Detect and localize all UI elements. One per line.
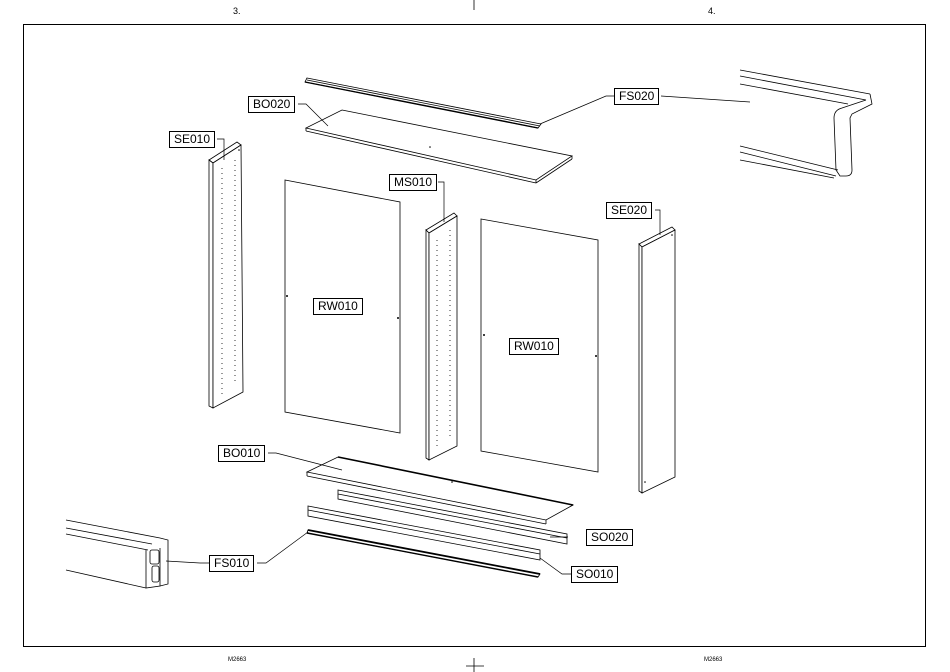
leader-se020 — [655, 210, 660, 235]
label-so020: SO020 — [586, 529, 633, 546]
label-bo020: BO020 — [248, 96, 295, 113]
part-ms010-side — [426, 213, 457, 460]
part-se020-side — [639, 227, 675, 493]
leader-fs010-right — [257, 532, 308, 563]
label-rw010-left: RW010 — [313, 298, 363, 315]
label-se020: SE020 — [606, 202, 652, 219]
label-fs020: FS020 — [614, 88, 659, 105]
leader-fs020 — [540, 96, 614, 124]
part-bo020-shelf — [306, 110, 572, 183]
part-se010-side — [209, 142, 243, 408]
leader-ms010 — [438, 182, 444, 222]
label-bo010: BO010 — [218, 445, 265, 462]
part-fs010-detail — [66, 520, 168, 588]
label-rw010-right: RW010 — [509, 338, 559, 355]
leader-fs010-left — [166, 561, 209, 563]
leader-fs020-detail — [661, 96, 750, 102]
part-fs020-detail — [740, 70, 872, 178]
label-fs010: FS010 — [209, 555, 254, 572]
label-ms010: MS010 — [389, 174, 437, 191]
label-se010: SE010 — [169, 131, 215, 148]
label-so010: SO010 — [571, 566, 618, 583]
leader-so010 — [540, 558, 571, 574]
